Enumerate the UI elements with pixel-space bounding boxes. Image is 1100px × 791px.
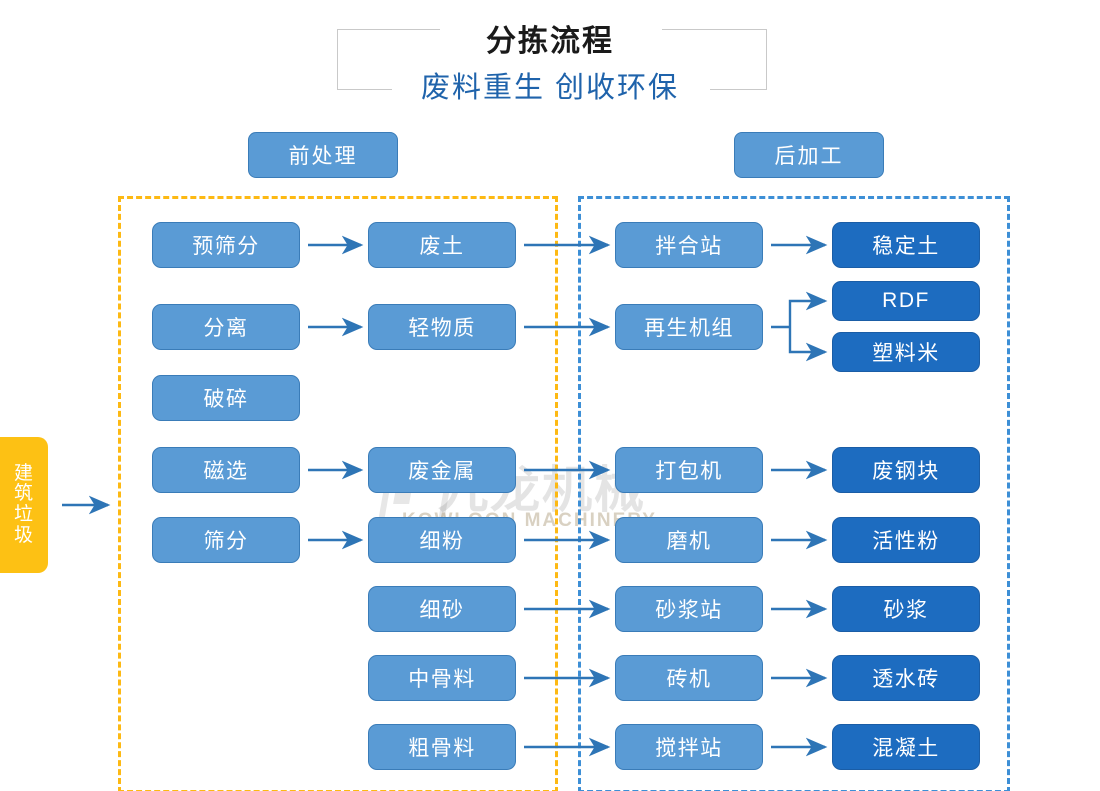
page-title: 分拣流程 [486, 25, 614, 58]
node-batching-plant[interactable]: 搅拌站 [615, 724, 763, 770]
input-construction-waste: 建筑垃圾 [0, 437, 48, 573]
node-fine-powder[interactable]: 细粉 [368, 517, 516, 563]
node-medium-aggregate[interactable]: 中骨料 [368, 655, 516, 701]
zone-pre-treatment [118, 196, 558, 791]
node-crushing[interactable]: 破碎 [152, 375, 300, 421]
node-rdf[interactable]: RDF [832, 281, 980, 321]
node-stabilized-soil[interactable]: 稳定土 [832, 222, 980, 268]
node-active-powder[interactable]: 活性粉 [832, 517, 980, 563]
node-scrap-steel-block[interactable]: 废钢块 [832, 447, 980, 493]
node-pre-screen[interactable]: 预筛分 [152, 222, 300, 268]
node-scrap-metal[interactable]: 废金属 [368, 447, 516, 493]
node-sieving[interactable]: 筛分 [152, 517, 300, 563]
node-light-material[interactable]: 轻物质 [368, 304, 516, 350]
node-concrete[interactable]: 混凝土 [832, 724, 980, 770]
node-mortar[interactable]: 砂浆 [832, 586, 980, 632]
node-plastic-pellet[interactable]: 塑料米 [832, 332, 980, 372]
node-baler[interactable]: 打包机 [615, 447, 763, 493]
node-regen-unit[interactable]: 再生机组 [615, 304, 763, 350]
page-subtitle: 废料重生 创收环保 [420, 72, 680, 104]
node-coarse-aggregate[interactable]: 粗骨料 [368, 724, 516, 770]
node-separation[interactable]: 分离 [152, 304, 300, 350]
stage-label-post-processing: 后加工 [734, 132, 884, 178]
node-magnetic-separation[interactable]: 磁选 [152, 447, 300, 493]
subtitle-backdrop [392, 62, 710, 102]
title-backdrop [440, 16, 662, 56]
node-permeable-brick[interactable]: 透水砖 [832, 655, 980, 701]
node-mortar-station[interactable]: 砂浆站 [615, 586, 763, 632]
node-fine-sand[interactable]: 细砂 [368, 586, 516, 632]
node-grinder[interactable]: 磨机 [615, 517, 763, 563]
node-mixing-station[interactable]: 拌合站 [615, 222, 763, 268]
input-label: 建筑垃圾 [13, 462, 34, 546]
node-waste-soil[interactable]: 废土 [368, 222, 516, 268]
node-brick-machine[interactable]: 砖机 [615, 655, 763, 701]
stage-label-pre-treatment: 前处理 [248, 132, 398, 178]
